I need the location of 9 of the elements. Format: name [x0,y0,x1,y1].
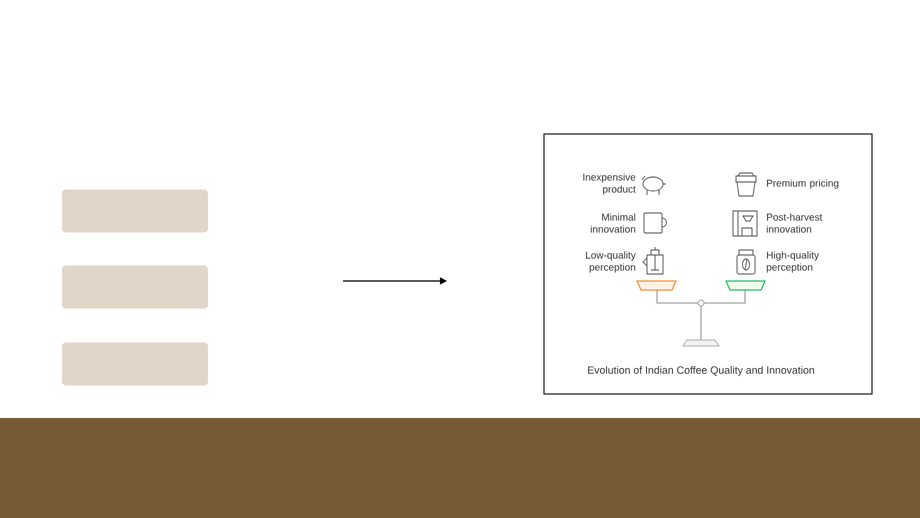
icon-label: Premium pricing [767,179,838,189]
placeholder-box [62,190,208,232]
icon-label: High-quality perception [766,251,819,273]
placeholder-box [62,266,208,308]
placeholder-box [62,342,208,386]
icon-label: Inexpensive product [583,173,636,195]
icon-label: Minimal innovation [590,213,636,233]
icon-label: Low-quality perception [586,251,636,273]
icon-label: Post-harvest innovation [766,213,822,233]
